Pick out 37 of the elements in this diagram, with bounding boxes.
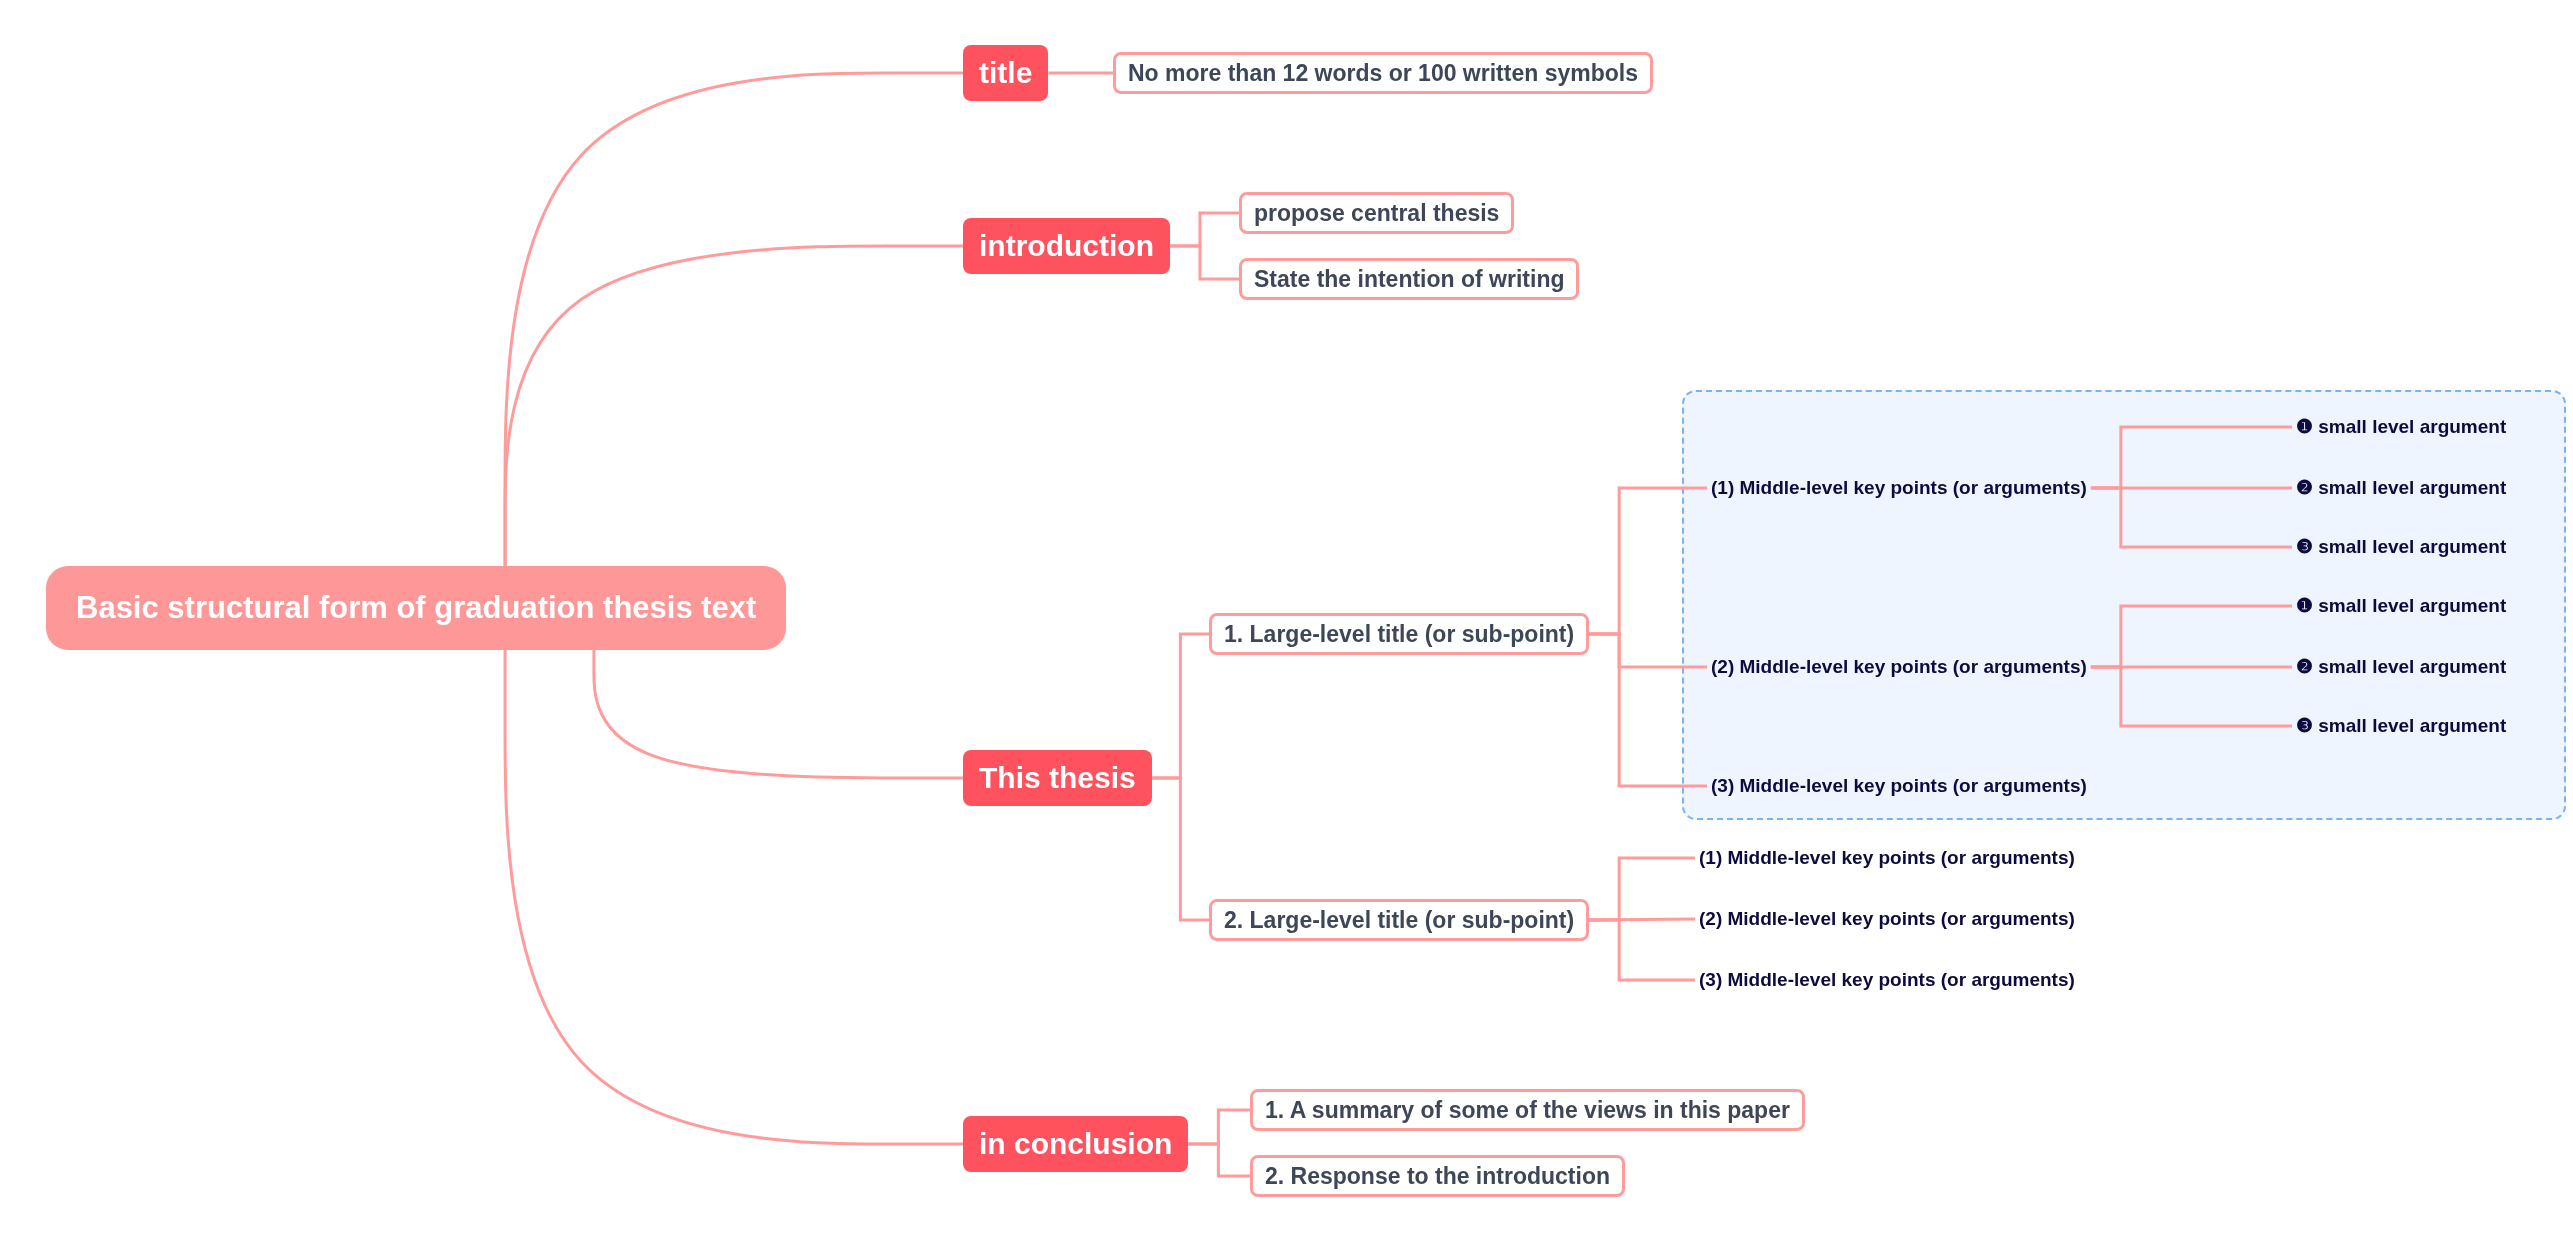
connector-line [2090,665,2292,728]
point-text: (1) Middle-level key points (or arguments) [1695,841,2079,875]
connector-line [1589,918,1695,982]
point-text: (3) Middle-level key points (or arguments) [1707,769,2091,803]
point-text: ❶ small level argument [2292,410,2511,444]
connector-line [1589,917,1695,922]
connector-line [1589,632,1707,788]
connector-line [1048,71,1113,75]
connector-line [1151,776,1209,922]
connector-line [1188,1142,1250,1178]
topic-box: This thesis [963,750,1152,806]
connector-line [2090,486,2292,549]
subtopic-box: 2. Response to the introduction [1250,1155,1625,1197]
subtopic-box: propose central thesis [1239,192,1515,234]
point-text: (2) Middle-level key points (or arguments) [1707,650,2091,684]
subtopic-box: 1. Large-level title (or sub-point) [1209,613,1590,655]
topic-box: in conclusion [963,1116,1189,1172]
subtopic-box: No more than 12 words or 100 written symbols [1113,52,1653,94]
point-text: ❷ small level argument [2292,650,2511,684]
connector-line [592,650,963,780]
topic-box: title [963,45,1049,101]
central-topic-box: Basic structural form of graduation thesis text [46,566,787,650]
point-text: ❸ small level argument [2292,709,2511,743]
point-text: (2) Middle-level key points (or arguments) [1695,902,2079,936]
point-text: (1) Middle-level key points (or arguments) [1707,471,2091,505]
point-text: (3) Middle-level key points (or arguments) [1695,963,2079,997]
connector-line [503,650,963,1146]
subtopic-box: 2. Large-level title (or sub-point) [1209,899,1590,941]
point-text: ❸ small level argument [2292,530,2511,564]
group-boundary [1682,390,2566,820]
point-text: ❶ small level argument [2292,589,2511,623]
connector-line [503,244,963,566]
subtopic-box: State the intention of writing [1239,258,1580,300]
subtopic-box: 1. A summary of some of the views in this paper [1250,1089,1805,1131]
connector-line [1169,244,1239,281]
topic-box: introduction [963,218,1170,274]
point-text: ❷ small level argument [2292,471,2511,505]
